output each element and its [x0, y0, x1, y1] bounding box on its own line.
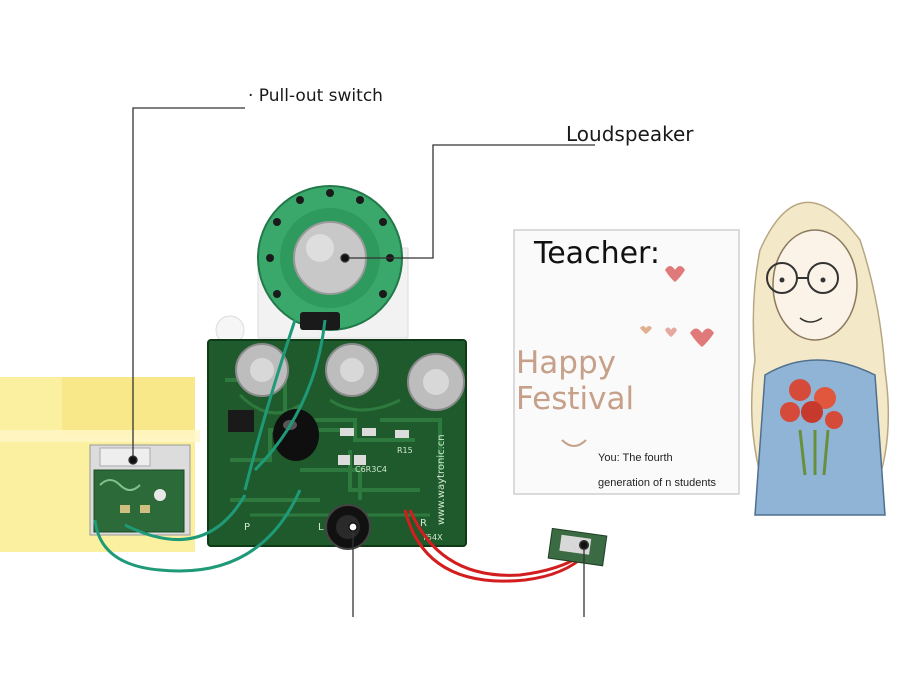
silk-p: P	[244, 522, 250, 533]
callout-dot	[128, 455, 138, 465]
callout-dot	[579, 540, 589, 550]
green-wires	[93, 319, 327, 573]
card-heading: Teacher:	[534, 236, 660, 271]
heart-icon	[665, 266, 685, 282]
microphone	[325, 504, 371, 550]
card-line-happy: Happy	[516, 345, 617, 381]
callout-dot	[340, 253, 350, 263]
card-line-festival: Festival	[516, 381, 635, 417]
label-pull-out-switch: · Pull-out switch	[248, 86, 383, 106]
main-pcb: www.waytronic.cn P L R R15 C6R3C4 Y54X	[207, 339, 467, 550]
callout-dot	[348, 522, 358, 532]
callout-line-speaker	[345, 144, 595, 259]
silk-r15: R15	[397, 446, 413, 455]
silk-l: L	[318, 522, 324, 533]
pull-out-switch-module	[89, 444, 191, 536]
heart-icon	[690, 328, 714, 347]
flower-bouquet	[780, 379, 843, 476]
girl-illustration	[750, 201, 890, 516]
smile-icon	[561, 439, 587, 447]
greeting-card	[513, 229, 740, 495]
trigger-button-module	[547, 527, 608, 567]
ic-chip	[228, 410, 254, 432]
heart-icon	[665, 327, 677, 337]
red-wires	[403, 509, 587, 583]
silk-c6: C6R3C4	[355, 465, 387, 474]
card-from-line1: You: The fourth	[598, 452, 673, 464]
silk-model: Y54X	[421, 533, 443, 542]
callout-lines	[128, 107, 595, 617]
heart-icon	[640, 326, 652, 334]
battery-cell	[325, 343, 379, 397]
callout-line-switch	[132, 107, 245, 460]
silk-r: R	[420, 518, 427, 529]
label-loudspeaker: Loudspeaker	[566, 122, 694, 146]
card-from-line2: generation of n students	[598, 477, 717, 489]
battery-cell	[407, 353, 465, 411]
silk-url: www.waytronic.cn	[436, 434, 447, 525]
loudspeaker	[215, 185, 409, 345]
